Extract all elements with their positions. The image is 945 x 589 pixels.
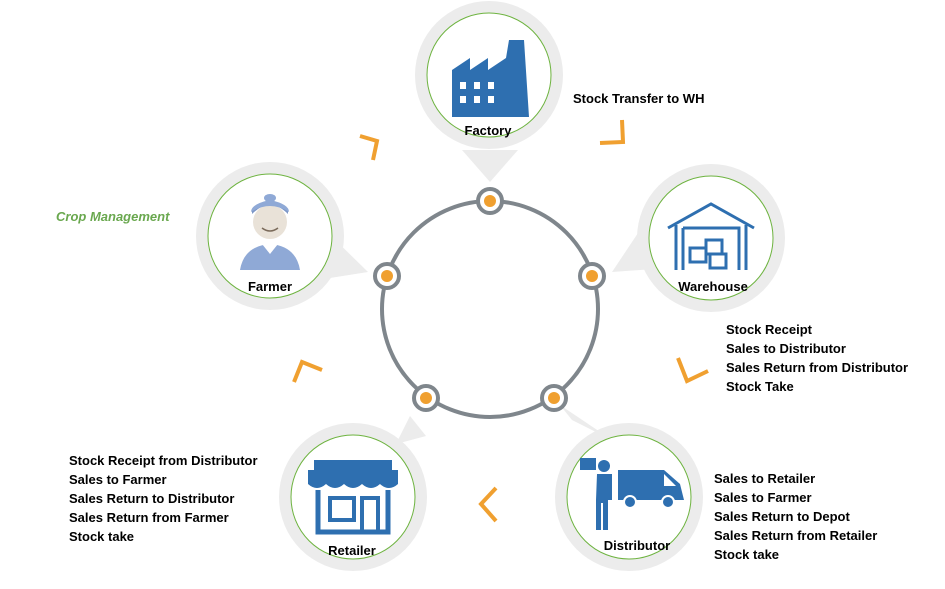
transaction-label: Sales Return from Farmer (69, 510, 229, 525)
warehouse-node-dot (578, 262, 606, 290)
transaction-label: Sales Return from Distributor (726, 360, 909, 375)
transaction-label: Stock Take (726, 379, 794, 394)
farmer-node-dot (373, 262, 401, 290)
chevron-arrow-icon (676, 357, 709, 384)
transaction-label: Sales to Farmer (714, 490, 812, 505)
warehouse-icon (667, 202, 755, 270)
transaction-label: Stock take (69, 529, 135, 544)
transaction-label: Sales Return from Retailer (714, 528, 878, 543)
transaction-label: Sales to Distributor (726, 341, 846, 356)
factory-node-label: Factory (464, 123, 512, 138)
farmer-avatar-icon (240, 194, 300, 270)
transaction-label: Stock take (714, 547, 780, 562)
transaction-label: Sales Return to Depot (714, 509, 850, 524)
delivery-truck-icon (580, 458, 684, 530)
transaction-label: Stock Transfer to WH (573, 91, 705, 106)
retailer-node-label: Retailer (328, 543, 376, 558)
transaction-label: Stock Receipt (726, 322, 812, 337)
distributor-node-label: Distributor (603, 538, 671, 553)
factory-node-dot (476, 187, 504, 215)
transaction-label: Sales Return to Distributor (69, 491, 235, 506)
retailer-transactions: Stock Receipt from Distributor Sales to … (69, 451, 258, 546)
chevron-arrow-icon (359, 134, 380, 161)
transaction-label: Sales to Farmer (69, 472, 167, 487)
crop-management-label: Crop Management (56, 209, 170, 224)
farmer-node-label: Farmer (247, 279, 293, 294)
retailer-node-dot (412, 384, 440, 412)
store-icon (308, 460, 398, 535)
warehouse-node-label: Warehouse (678, 279, 748, 294)
transaction-label: Stock Receipt from Distributor (69, 453, 258, 468)
chevron-arrow-icon (292, 359, 323, 383)
cycle-ring (380, 199, 600, 419)
chevron-arrow-icon (599, 119, 626, 145)
distributor-transactions: Sales to Retailer Sales to Farmer Sales … (714, 469, 877, 564)
transaction-label: Sales to Retailer (714, 471, 816, 486)
chevron-arrow-icon (478, 486, 498, 523)
factory-transactions: Stock Transfer to WH (573, 89, 704, 108)
factory-icon (452, 40, 529, 117)
distributor-node-dot (540, 384, 568, 412)
warehouse-bubble (612, 164, 785, 312)
warehouse-transactions: Stock Receipt Sales to Distributor Sales… (726, 320, 908, 396)
